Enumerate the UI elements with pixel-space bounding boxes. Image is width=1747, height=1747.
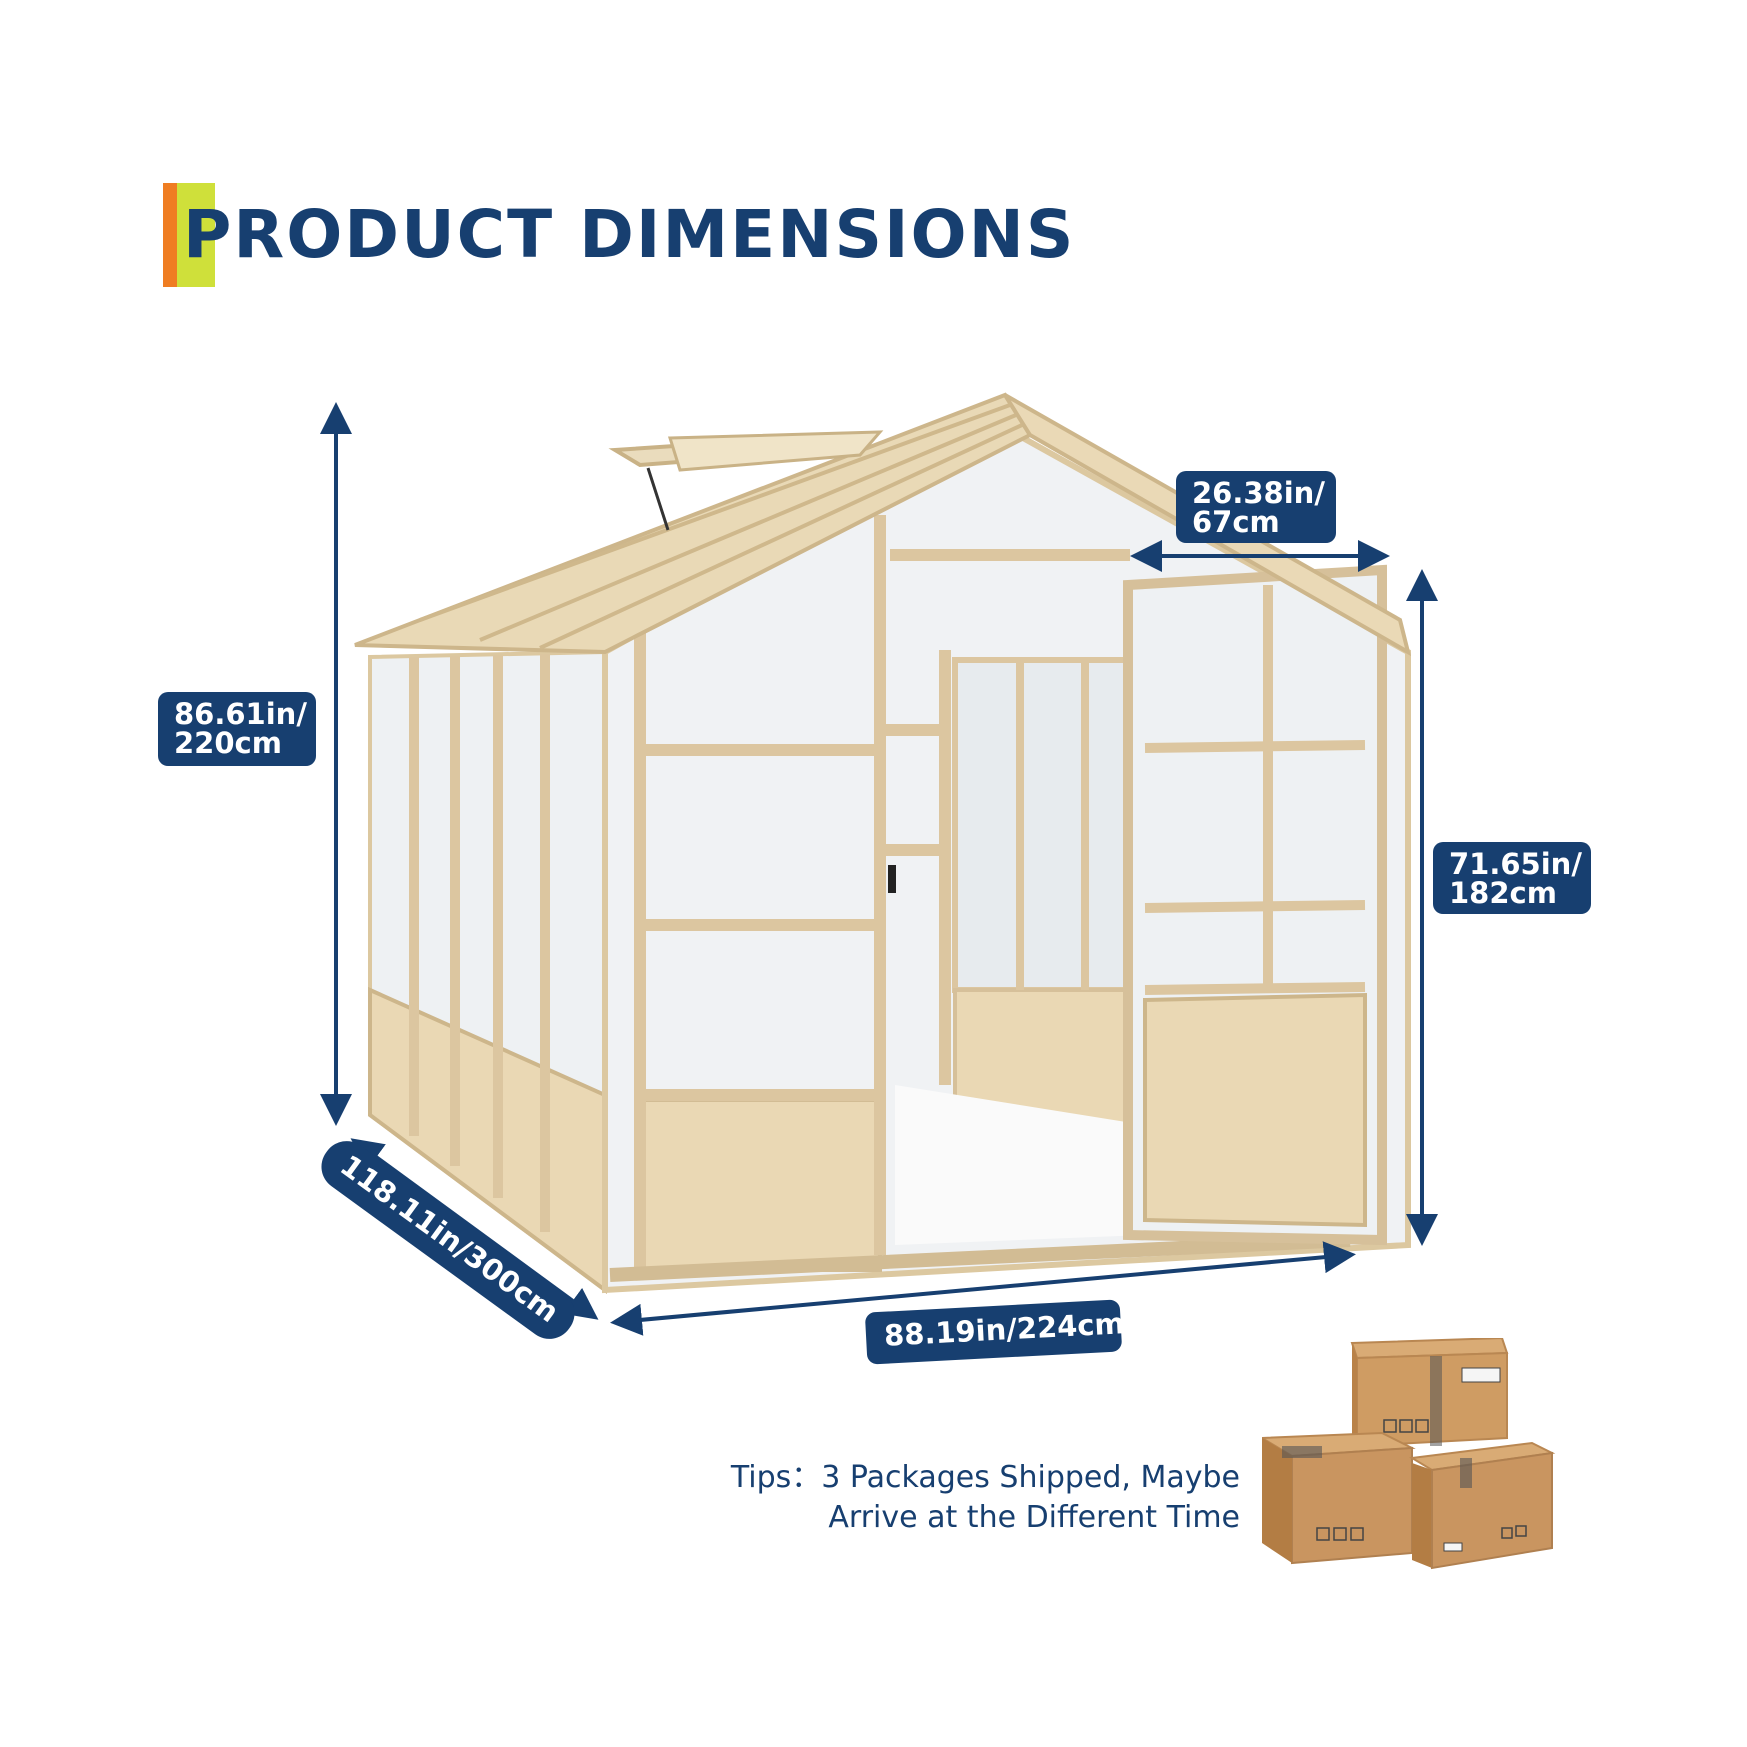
- label-door-height-line1: 71.65in/: [1449, 847, 1582, 881]
- shipping-boxes-icon: [1262, 1338, 1556, 1570]
- open-door-wood-panel: [1143, 992, 1367, 1228]
- tips-line2: Arrive at the Different Time: [828, 1500, 1240, 1535]
- arrow-width: [610, 1241, 1356, 1336]
- open-door-mullions: [1144, 585, 1366, 995]
- label-total-height-line1: 86.61in/: [174, 697, 307, 731]
- label-door-height-line2: 182cm: [1449, 876, 1557, 910]
- shipping-tips: Tips：3 Packages Shipped, Maybe Arrive at…: [700, 1458, 1240, 1538]
- label-door-width-line2: 67cm: [1192, 505, 1280, 539]
- title-accent-green: [177, 183, 215, 287]
- page-title: PRODUCT DIMENSIONS: [183, 196, 1076, 273]
- side-wall-posts: [409, 654, 550, 1232]
- roof-ribs: [419, 403, 1023, 650]
- label-total-height: 86.61in/ 220cm: [158, 692, 316, 766]
- interior-floor: [895, 1085, 1145, 1245]
- label-total-height-line2: 220cm: [174, 726, 282, 760]
- interior-back-window: [952, 657, 1148, 993]
- door-handle: [888, 865, 896, 893]
- roof-vent-lid: [667, 430, 884, 472]
- label-door-width: 26.38in/ 67cm: [1176, 471, 1336, 543]
- label-width-text: 88.19in/224cm: [883, 1306, 1126, 1353]
- front-wall-frame: [634, 515, 1130, 1280]
- label-door-height: 71.65in/ 182cm: [1433, 842, 1591, 914]
- front-wood-base: [638, 1098, 882, 1272]
- label-door-width-line1: 26.38in/: [1192, 476, 1325, 510]
- title-accent-orange: [163, 183, 177, 287]
- tips-line1: Tips：3 Packages Shipped, Maybe: [730, 1460, 1240, 1495]
